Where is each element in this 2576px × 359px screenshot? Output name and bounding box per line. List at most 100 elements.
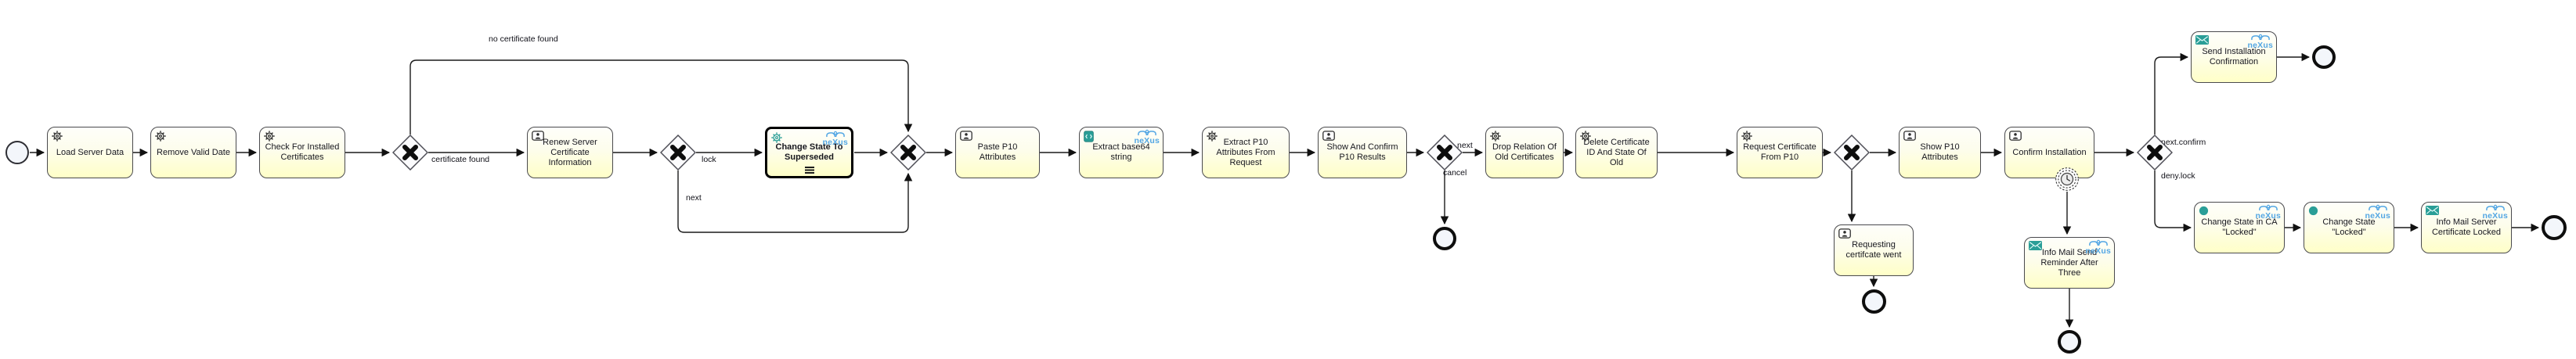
exclusive-gateway-merge[interactable] <box>889 134 927 171</box>
end-event-reminder[interactable] <box>2058 330 2081 354</box>
task-label: Show And Confirm P10 Results <box>1326 142 1398 162</box>
task-label: Extract P10 Attributes From Request <box>1216 137 1275 167</box>
nexus-logo-text: neXus <box>822 138 848 147</box>
start-event[interactable] <box>5 141 29 164</box>
end-event-confirmed[interactable] <box>2312 45 2336 69</box>
gear-icon <box>1580 131 1591 142</box>
task-extract-p10-attributes-from-request[interactable]: Extract P10 Attributes From Request <box>1202 127 1290 178</box>
task-renew-server-certificate-information[interactable]: Renew Server Certificate Information <box>527 127 613 178</box>
gear-icon <box>1741 131 1752 142</box>
user-icon <box>532 131 544 141</box>
task-drop-relation-of-old-certificates[interactable]: Drop Relation Of Old Certificates <box>1485 127 1564 178</box>
task-extract-base64-string[interactable]: neXus Extract base64 string <box>1079 127 1164 178</box>
nexus-logo-text: neXus <box>2247 41 2273 50</box>
nexus-logo: neXus <box>2255 204 2281 221</box>
mail-icon <box>2426 206 2439 215</box>
task-label: Confirm Installation <box>2012 147 2087 157</box>
gear-icon <box>155 131 166 142</box>
timer-boundary-event[interactable] <box>2055 167 2080 192</box>
task-label: Check For Installed Certificates <box>265 142 340 162</box>
task-change-state-in-ca-locked[interactable]: neXus Change State in CA "Locked" <box>2194 202 2285 253</box>
task-label: Show P10 Attributes <box>1920 142 1960 162</box>
exclusive-gateway-next-cancel[interactable] <box>1426 134 1463 171</box>
dot-icon <box>2199 206 2209 216</box>
sequence-flow-next-loop[interactable] <box>677 171 913 233</box>
task-label: Change State "Locked" <box>2322 217 2376 237</box>
user-icon <box>2009 131 2022 141</box>
task-label: Send Installation Confirmation <box>2202 47 2266 66</box>
teal-gear-icon <box>771 132 782 143</box>
task-requesting-certificate-went[interactable]: Requesting certifcate went <box>1834 224 1914 276</box>
exclusive-gateway-icon <box>1426 134 1463 171</box>
nexus-logo: neXus <box>2482 204 2508 221</box>
task-delete-certificate-id-and-state-of-old[interactable]: Delete Certificate ID And State Of Old <box>1575 127 1658 178</box>
task-check-for-installed-certificates[interactable]: Check For Installed Certificates <box>259 127 345 178</box>
task-load-server-data[interactable]: Load Server Data <box>47 127 133 178</box>
end-event-cancel[interactable] <box>1433 227 1456 250</box>
nexus-logo: neXus <box>822 131 848 147</box>
task-send-installation-confirmation[interactable]: neXus Send Installation Confirmation <box>2191 31 2277 83</box>
nexus-logo-text: neXus <box>2365 211 2390 221</box>
gear-icon <box>264 131 275 142</box>
exclusive-gateway-icon <box>889 134 927 171</box>
flow-label-next-confirm: next.confirm <box>2161 138 2206 147</box>
task-change-state-locked[interactable]: neXus Change State "Locked" <box>2304 202 2394 253</box>
task-label: Requesting certifcate went <box>1845 240 1902 260</box>
task-label: Request Certificate From P10 <box>1743 142 1817 162</box>
user-icon <box>1838 228 1851 239</box>
nexus-logo: neXus <box>2085 239 2111 256</box>
flow-label-no-certificate-found: no certificate found <box>489 34 558 44</box>
nexus-logo-text: neXus <box>2482 211 2508 221</box>
exclusive-gateway-certificate-check[interactable] <box>391 134 429 171</box>
task-paste-p10-attributes[interactable]: Paste P10 Attributes <box>955 127 1040 178</box>
sequence-flow-next-confirm[interactable] <box>2154 52 2189 135</box>
flow-label-next-loop: next <box>686 193 702 203</box>
nexus-logo-text: neXus <box>1134 136 1160 145</box>
task-request-certificate-from-p10[interactable]: Request Certificate From P10 <box>1737 127 1823 178</box>
script-icon <box>1084 131 1094 142</box>
end-event-locked[interactable] <box>2542 215 2567 240</box>
gear-icon <box>52 131 63 142</box>
user-icon <box>1322 131 1335 141</box>
task-confirm-installation[interactable]: Confirm Installation <box>2004 127 2094 178</box>
user-icon <box>960 131 972 141</box>
gear-icon <box>1490 131 1501 142</box>
exclusive-gateway-icon <box>659 134 697 171</box>
exclusive-gateway-icon <box>1833 134 1871 171</box>
flow-label-next: next <box>1457 141 1473 150</box>
task-remove-valid-date[interactable]: Remove Valid Date <box>150 127 236 178</box>
nexus-logo: neXus <box>1134 129 1160 145</box>
task-show-and-confirm-p10-results[interactable]: Show And Confirm P10 Results <box>1318 127 1407 178</box>
task-info-mail-server-certificate-locked[interactable]: neXus Info Mail Server Certificate Locke… <box>2421 202 2512 253</box>
flow-label-cancel: cancel <box>1443 168 1467 178</box>
dot-icon <box>2308 206 2318 216</box>
timer-icon <box>2055 167 2079 191</box>
nexus-logo: neXus <box>2365 204 2390 221</box>
call-activity-change-state-to-superseded[interactable]: neXus Change State To Superseded <box>765 127 853 178</box>
exclusive-gateway-icon <box>2136 134 2174 171</box>
flow-label-lock: lock <box>702 155 716 164</box>
mail-icon <box>2029 241 2042 250</box>
exclusive-gateway-icon <box>391 134 429 171</box>
task-label: Extract base64 string <box>1092 142 1150 162</box>
nexus-logo-text: neXus <box>2085 246 2111 256</box>
sequential-multi-instance-marker-icon <box>804 167 814 174</box>
task-info-mail-send-reminder-after-three[interactable]: neXus Info Mail Send Reminder After Thre… <box>2024 237 2115 289</box>
task-label: Info Mail Server Certificate Locked <box>2431 217 2502 237</box>
flow-label-certificate-found: certificate found <box>431 155 490 164</box>
task-label: Load Server Data <box>56 147 124 157</box>
task-show-p10-attributes[interactable]: Show P10 Attributes <box>1899 127 1981 178</box>
exclusive-gateway-confirm-deny[interactable] <box>2136 134 2174 171</box>
end-event-request-failed[interactable] <box>1862 289 1886 314</box>
task-label: Change State in CA "Locked" <box>2201 217 2278 237</box>
task-label: Drop Relation Of Old Certificates <box>1492 142 1557 162</box>
task-label: Remove Valid Date <box>157 147 230 157</box>
task-label: Info Mail Send Reminder After Three <box>2040 247 2098 278</box>
gear-icon <box>1207 131 1218 142</box>
exclusive-gateway-lock-next[interactable] <box>659 134 697 171</box>
mail-icon <box>2195 35 2209 45</box>
user-icon <box>1903 131 1916 141</box>
sequence-flow-no-certificate-found[interactable] <box>409 59 913 135</box>
exclusive-gateway-request-result[interactable] <box>1833 134 1871 171</box>
